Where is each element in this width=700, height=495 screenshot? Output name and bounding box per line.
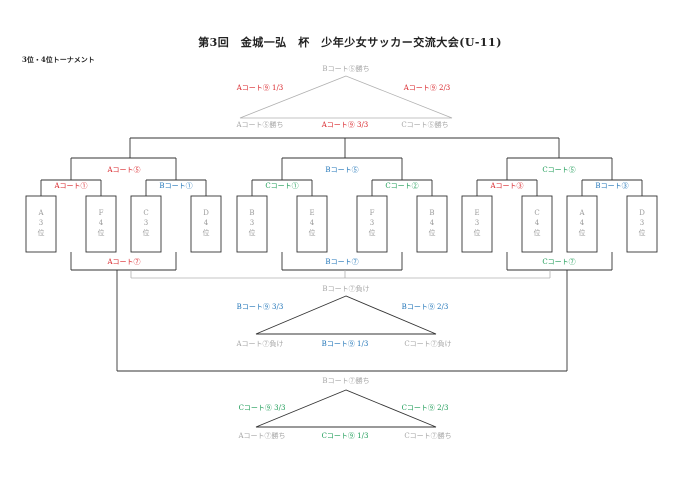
group-b-right-match: Cコート②: [385, 182, 418, 190]
team-box-label: C: [534, 209, 539, 217]
bottom-left-score: Cコート⑨ 3/3: [239, 404, 286, 412]
team-box-label: 位: [249, 228, 256, 237]
team-box-label: B: [429, 209, 434, 217]
team-box-label: B: [249, 209, 254, 217]
bottom-triangle: Bコート⑦勝ち Cコート⑨ 3/3 Cコート⑨ 2/3 Aコート⑦勝ち Cコート…: [237, 376, 451, 440]
team-box-label: A: [37, 209, 44, 217]
top-triangle: Bコート⑤勝ち Aコート⑨ 1/3 Aコート⑨ 2/3 Aコート⑤勝ち Aコート…: [235, 64, 453, 129]
team-box-label: 3: [250, 219, 254, 227]
team-box-label: E: [309, 209, 314, 217]
group-b-lower-label: Bコート⑦: [325, 258, 358, 266]
page-title: 第3回 金城一弘 杯 少年少女サッカー交流大会(U-11): [198, 36, 502, 49]
team-box-label: 3: [475, 219, 479, 227]
team-box-label: 位: [143, 228, 150, 237]
middle-triangle: Bコート⑦負け Bコート⑨ 3/3 Bコート⑨ 2/3 Aコート⑦負け Bコート…: [235, 284, 451, 348]
team-box-label: 3: [144, 219, 148, 227]
team-box-label: 位: [579, 228, 586, 237]
team-box-label: A: [578, 209, 585, 217]
top-bottom-center-score: Aコート⑨ 3/3: [321, 121, 369, 129]
bottom-bottom-center-score: Cコート⑨ 1/3: [322, 432, 369, 440]
team-box-label: F: [99, 209, 104, 217]
group-b-semi-label: Bコート⑤: [325, 166, 358, 174]
team-boxes: [25, 195, 658, 253]
bottom-bottom-left-label: Aコート⑦勝ち: [237, 431, 285, 440]
group-a-right-match: Bコート①: [159, 182, 192, 190]
middle-triangle-shape: [255, 295, 437, 335]
team-box-label: F: [370, 209, 375, 217]
middle-bottom-right-label: Cコート⑦負け: [404, 339, 451, 348]
group-b-left-match: Cコート①: [265, 182, 298, 190]
group-c-left-match: Aコート③: [489, 182, 523, 190]
top-bottom-right-label: Cコート⑤勝ち: [401, 120, 448, 129]
bottom-bottom-right-label: Cコート⑦勝ち: [404, 431, 451, 440]
team-box-label: 位: [369, 228, 376, 237]
top-right-score: Aコート⑨ 2/3: [403, 84, 451, 92]
middle-right-score: Bコート⑨ 2/3: [402, 303, 449, 311]
group-a-left-match: Aコート①: [53, 182, 87, 190]
team-box-label: 位: [38, 228, 45, 237]
team-box-label: D: [639, 209, 645, 217]
team-box-label: 4: [99, 219, 104, 227]
team-box-label: 3: [370, 219, 374, 227]
team-box-label: 4: [580, 219, 585, 227]
group-c-semi-label: Cコート⑤: [542, 166, 575, 174]
team-box-label: 4: [204, 219, 209, 227]
team-box-label: 4: [310, 219, 315, 227]
bottom-right-score: Cコート⑨ 2/3: [402, 404, 449, 412]
team-box-label: 位: [534, 228, 541, 237]
team-box-label: 位: [203, 228, 210, 237]
group-a-lower-label: Aコート⑦: [106, 258, 140, 266]
middle-left-score: Bコート⑨ 3/3: [237, 303, 284, 311]
middle-bottom-center-score: Bコート⑨ 1/3: [322, 340, 369, 348]
middle-connector-lines: [130, 270, 551, 279]
middle-bottom-left-label: Aコート⑦負け: [235, 339, 283, 348]
top-bottom-left-label: Aコート⑤勝ち: [235, 120, 283, 129]
top-left-score: Aコート⑨ 1/3: [236, 84, 284, 92]
team-box-label: 4: [535, 219, 540, 227]
top-triangle-shape: [239, 75, 453, 119]
team-box-label: C: [143, 209, 148, 217]
section-subtitle: 3位・4位トーナメント: [22, 55, 95, 64]
team-box-label: 4: [430, 219, 435, 227]
group-a-semi-label: Aコート⑤: [106, 166, 140, 174]
team-box-label: 3: [640, 219, 644, 227]
team-box-label: 3: [39, 219, 43, 227]
team-box-label: 位: [98, 228, 105, 237]
team-box-label: D: [203, 209, 209, 217]
team-box-label: 位: [309, 228, 316, 237]
team-box-label: 位: [474, 228, 481, 237]
top-apex-label: Bコート⑤勝ち: [322, 64, 369, 73]
group-c-right-match: Bコート③: [595, 182, 628, 190]
team-box-label: 位: [639, 228, 646, 237]
middle-apex-label: Bコート⑦負け: [322, 284, 369, 293]
team-box-label: 位: [429, 228, 436, 237]
group-c-lower-label: Cコート⑦: [542, 258, 575, 266]
group-labels: Aコート⑤ Aコート① Bコート① Aコート⑦ Bコート⑤ Cコート① Cコート…: [53, 166, 628, 266]
bottom-triangle-shape: [255, 389, 437, 428]
team-box-label: E: [474, 209, 479, 217]
upper-bracket-lines: [40, 137, 643, 372]
bottom-apex-label: Bコート⑦勝ち: [322, 376, 369, 385]
